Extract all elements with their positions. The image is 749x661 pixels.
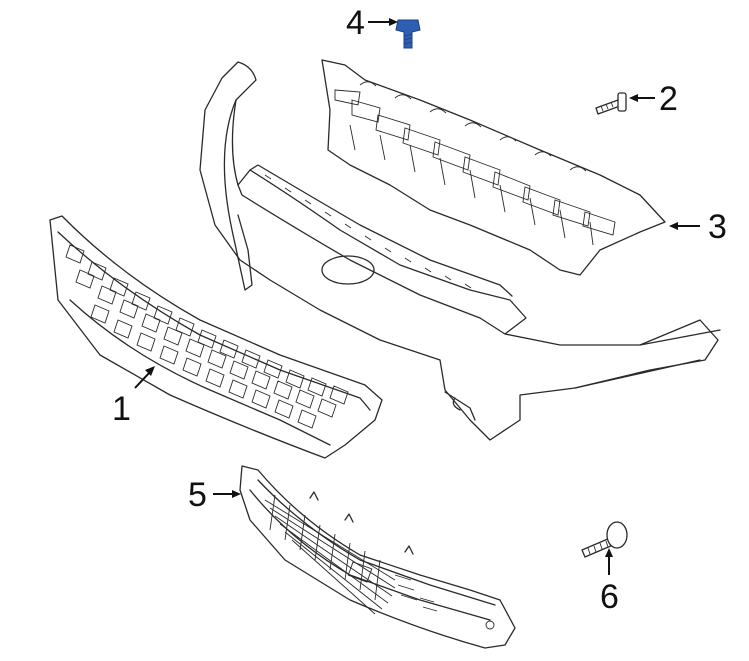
screw-part-2 [595,92,627,115]
callout-5: 5 [188,476,207,514]
callout-1: 1 [112,390,131,428]
bumper-cover [199,61,721,441]
screw-part-6 [581,521,628,558]
upper-bracket-part-3 [321,59,666,276]
callout-6: 6 [600,578,619,616]
bolt-part-4 [395,19,421,49]
lower-grille-part-5 [239,465,516,649]
upper-grille-part-1 [49,215,383,459]
callout-4: 4 [346,4,365,42]
lower-grille-mesh [264,494,396,615]
callout-2: 2 [659,80,678,118]
callout-3: 3 [708,208,727,246]
callout-arrows [134,18,700,575]
